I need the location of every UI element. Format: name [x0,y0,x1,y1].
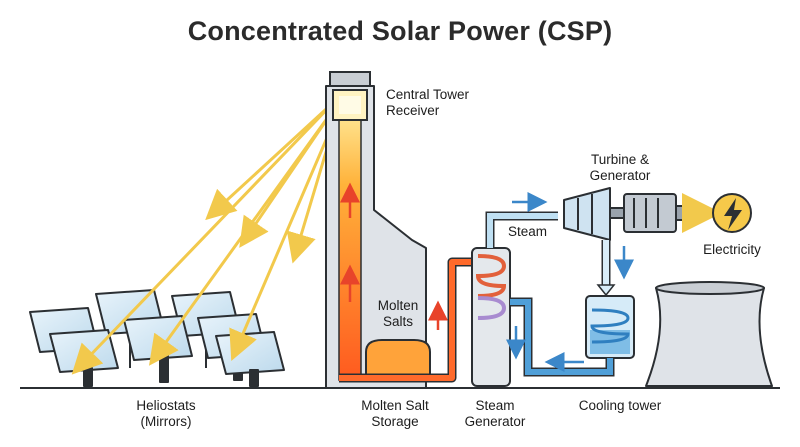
molten-salt-tank [365,339,431,379]
steam-generator [471,247,511,387]
ray-2-mid [239,104,338,248]
sun-rays [71,98,340,375]
salt-pipe [339,257,478,383]
heliostat-front-2 [123,315,193,383]
storage-label-line2: Storage [371,414,419,429]
turbine-label-line2: Generator [589,168,651,183]
molten-salts-label-line1: Molten [377,298,419,313]
lightning-bolt-icon [712,193,752,233]
heliostats-label-line1: Heliostats [136,398,196,413]
steam-label: Steam [508,224,548,239]
central-tower [325,71,431,389]
exhaust-pipe [596,240,634,297]
storage-label: Molten Salt Storage [340,398,450,430]
turbine-label-line1: Turbine & [590,152,650,167]
receiver-label-line1: Central Tower [386,87,470,102]
turbine [563,187,611,241]
receiver-label: Central Tower Receiver [386,87,469,119]
cooling-tower-label: Cooling tower [578,398,662,413]
storage-label-line1: Molten Salt [361,398,429,413]
return-pipe [506,297,615,377]
turbine-label: Turbine & Generator [560,152,680,184]
cooling-tower [645,281,773,387]
ray-1-mid [205,98,338,221]
tower-cap [329,71,371,87]
heliostat-front-4 [215,331,285,387]
heliostats-label: Heliostats (Mirrors) [106,398,226,430]
steam-pipe [485,192,558,248]
ray-1 [71,98,338,375]
condenser [585,295,635,359]
heliostat-field [29,289,285,387]
page-title: Concentrated Solar Power (CSP) [187,16,613,46]
generator [623,193,677,233]
molten-salts-label-line2: Salts [382,314,413,329]
molten-salts-label: Molten Salts [358,298,438,330]
steam-generator-label-line2: Generator [464,414,526,429]
heliostats-label-line2: (Mirrors) [140,414,192,429]
receiver-label-line2: Receiver [386,103,440,118]
steam-generator-label-line1: Steam [475,398,515,413]
hot-salt-column [338,119,362,381]
electricity-label: Electricity [703,242,761,257]
steam-generator-label: Steam Generator [450,398,540,430]
turbine-generator [563,187,685,241]
